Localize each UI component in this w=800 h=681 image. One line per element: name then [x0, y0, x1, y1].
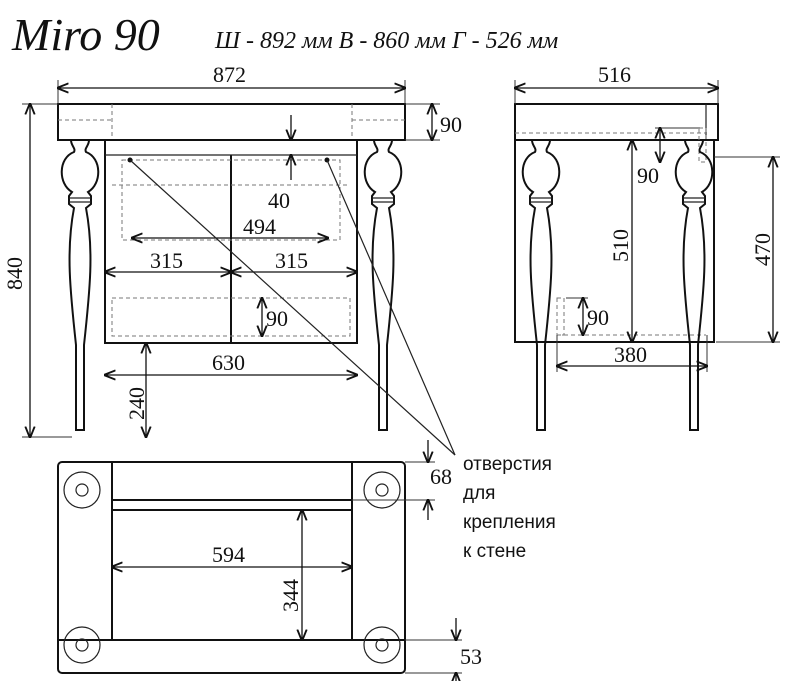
- dim-body-width: 630: [212, 350, 245, 375]
- svg-text:для: для: [463, 483, 495, 504]
- svg-text:крепления: крепления: [463, 512, 556, 533]
- dim-body-height: 510: [608, 229, 633, 262]
- plan-view: 68 594 344 53: [57, 440, 482, 681]
- dim-inner-height: 470: [750, 233, 775, 266]
- svg-text:отверстия: отверстия: [463, 454, 552, 475]
- dim-back-offset: 53: [460, 644, 482, 669]
- dim-top-height: 90: [440, 112, 462, 137]
- dim-bottom-offset: 90: [587, 305, 609, 330]
- dim-hole-spacing: 494: [243, 214, 276, 239]
- dim-hole-offset: 40: [268, 188, 290, 213]
- overall-dimensions: Ш - 892 мм В - 860 мм Г - 526 мм: [214, 28, 558, 54]
- dim-inner-width: 594: [212, 542, 245, 567]
- dim-left-drawer: 315: [150, 248, 183, 273]
- dim-total-height: 840: [2, 257, 27, 290]
- model-title: Miro 90: [11, 9, 160, 60]
- dim-top-offset: 90: [637, 163, 659, 188]
- mounting-holes-note: отверстия для крепления к стене: [463, 454, 556, 562]
- dim-drawer-height: 90: [266, 306, 288, 331]
- svg-text:к стене: к стене: [463, 541, 526, 562]
- dim-inner-depth-plan: 344: [278, 579, 303, 612]
- dim-leg-clearance: 240: [124, 387, 149, 420]
- dim-right-drawer: 315: [275, 248, 308, 273]
- front-view: 872 90 840 40 494 315 315 90 630 240: [2, 62, 462, 456]
- dim-inner-depth: 380: [614, 342, 647, 367]
- dim-width: 872: [213, 62, 246, 87]
- side-view: 516 90 510 470 90 380: [515, 62, 780, 431]
- dim-depth: 516: [598, 62, 631, 87]
- dim-front-offset: 68: [430, 464, 452, 489]
